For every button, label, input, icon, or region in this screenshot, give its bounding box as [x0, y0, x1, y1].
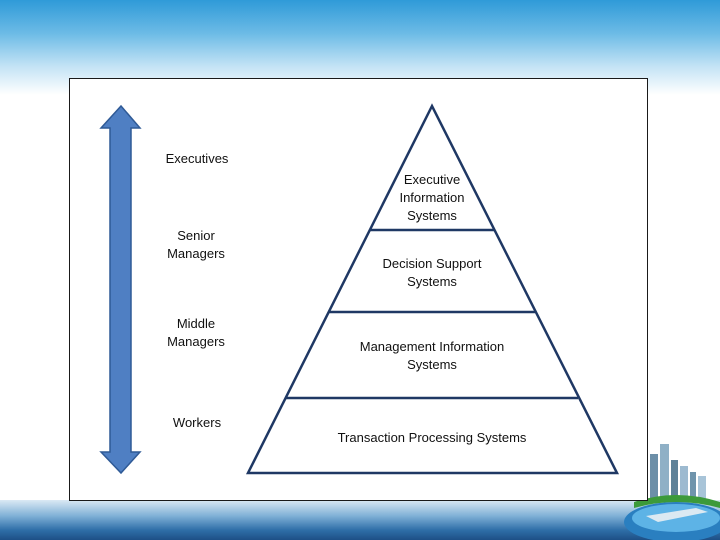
role-label-middle-managers: Middle Managers [151, 315, 241, 351]
role-label-senior-managers: Senior Managers [151, 227, 241, 263]
role-label-workers: Workers [152, 414, 242, 432]
role-label-executives: Executives [152, 150, 242, 168]
tier-label-management-information-systems: Management Information Systems [327, 338, 537, 374]
tier-label-transaction-processing-systems: Transaction Processing Systems [312, 429, 552, 447]
double-headed-vertical-arrow-icon [101, 106, 140, 473]
role-text: Workers [173, 415, 221, 430]
role-text: Middle Managers [167, 316, 225, 349]
role-text: Senior Managers [167, 228, 225, 261]
tier-label-executive-information-systems: Executive Information Systems [372, 171, 492, 225]
role-text: Executives [166, 151, 229, 166]
tier-label-decision-support-systems: Decision Support Systems [352, 255, 512, 291]
